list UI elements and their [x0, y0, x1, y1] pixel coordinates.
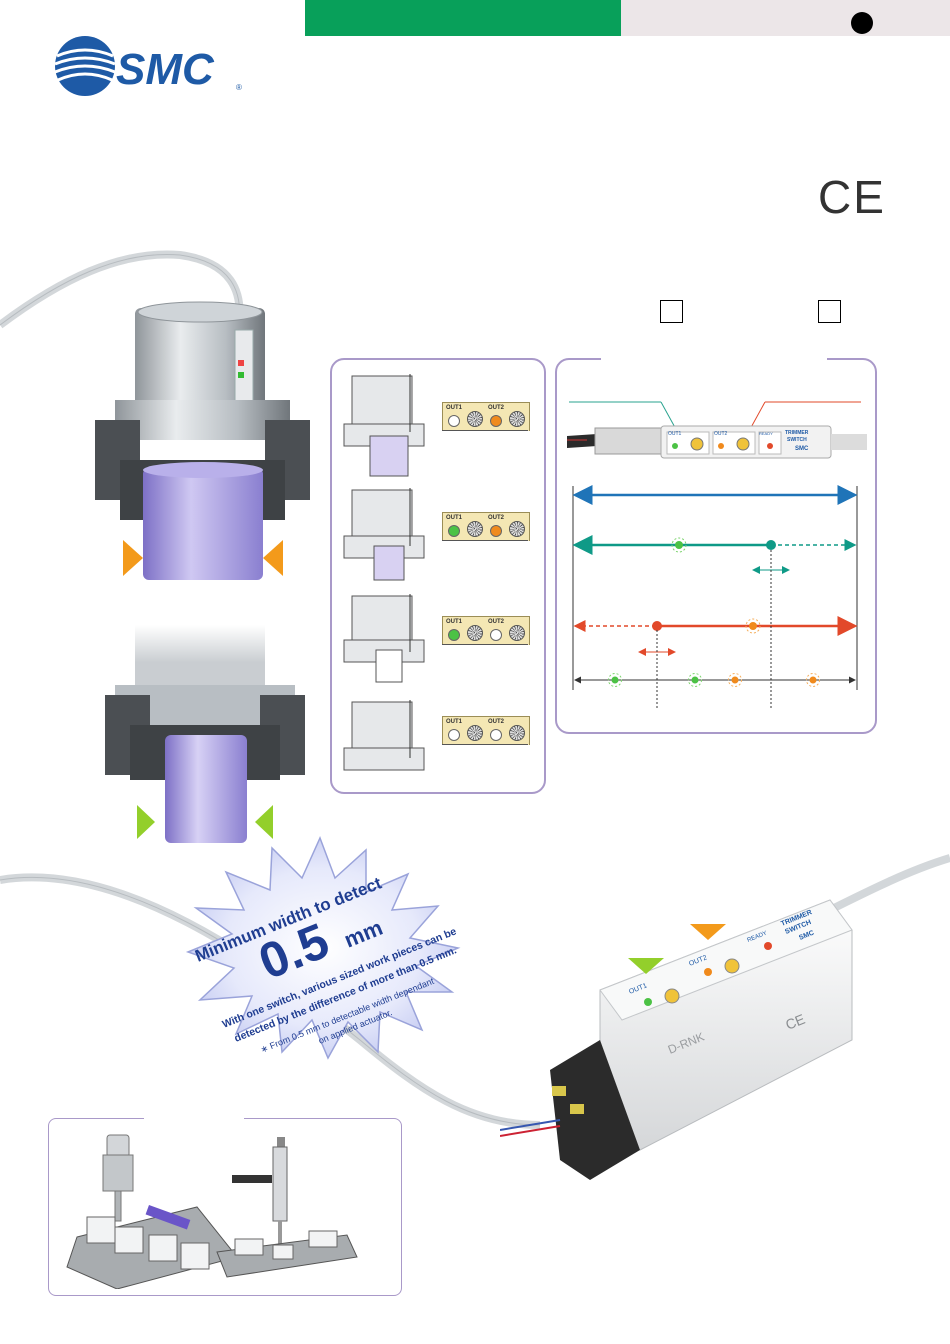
range-diagram: [572, 485, 858, 710]
out2-led: [490, 729, 502, 741]
out1-led: [448, 729, 460, 741]
out2-led: [490, 525, 502, 537]
application-illustrations: [66, 1134, 358, 1289]
smc-logo-text: SMC: [116, 45, 215, 94]
checkbox-1[interactable]: [660, 300, 683, 323]
header-gray-bar: [621, 0, 950, 36]
gripper-illustration-open: [95, 300, 310, 585]
out1-led: [448, 415, 460, 427]
out1-led: [448, 629, 460, 641]
ce-mark: CE: [818, 171, 886, 223]
detection-states-panel: OUT1 OUT2 OUT1 OUT2 OUT1 OUT2 OUT1 OUT2: [330, 358, 546, 794]
setting-range-panel: OUT1 OUT2 READY TRIMMER SWITCH SMC: [555, 357, 877, 734]
out2-led: [490, 415, 502, 427]
led-state-1: OUT1 OUT2: [442, 402, 530, 431]
stage-illustrations: [343, 374, 425, 771]
min-width-starburst: Minimum width to detect 0.5 mm With one …: [170, 830, 470, 1060]
checkbox-2[interactable]: [818, 300, 841, 323]
out2-led: [490, 629, 502, 641]
header-bullet: [851, 12, 873, 34]
gripper-illustration-closed: [105, 625, 305, 845]
header-green-bar: [305, 0, 621, 36]
led-state-2: OUT1 OUT2: [442, 512, 530, 541]
smc-logo: SMC ®: [50, 36, 250, 96]
application-examples-panel: [48, 1117, 402, 1296]
switch-image: OUT1 OUT2 READY TRIMMER SWITCH SMC: [567, 424, 867, 464]
product-switch-photo: OUT1 OUT2 READY TRIMMER SWITCH SMC D-RNK…: [499, 890, 880, 1180]
out1-led: [448, 525, 460, 537]
svg-text:®: ®: [236, 83, 242, 92]
svg-text:CE: CE: [783, 1011, 807, 1033]
led-state-4: OUT1 OUT2: [442, 716, 530, 745]
led-state-3: OUT1 OUT2: [442, 616, 530, 645]
